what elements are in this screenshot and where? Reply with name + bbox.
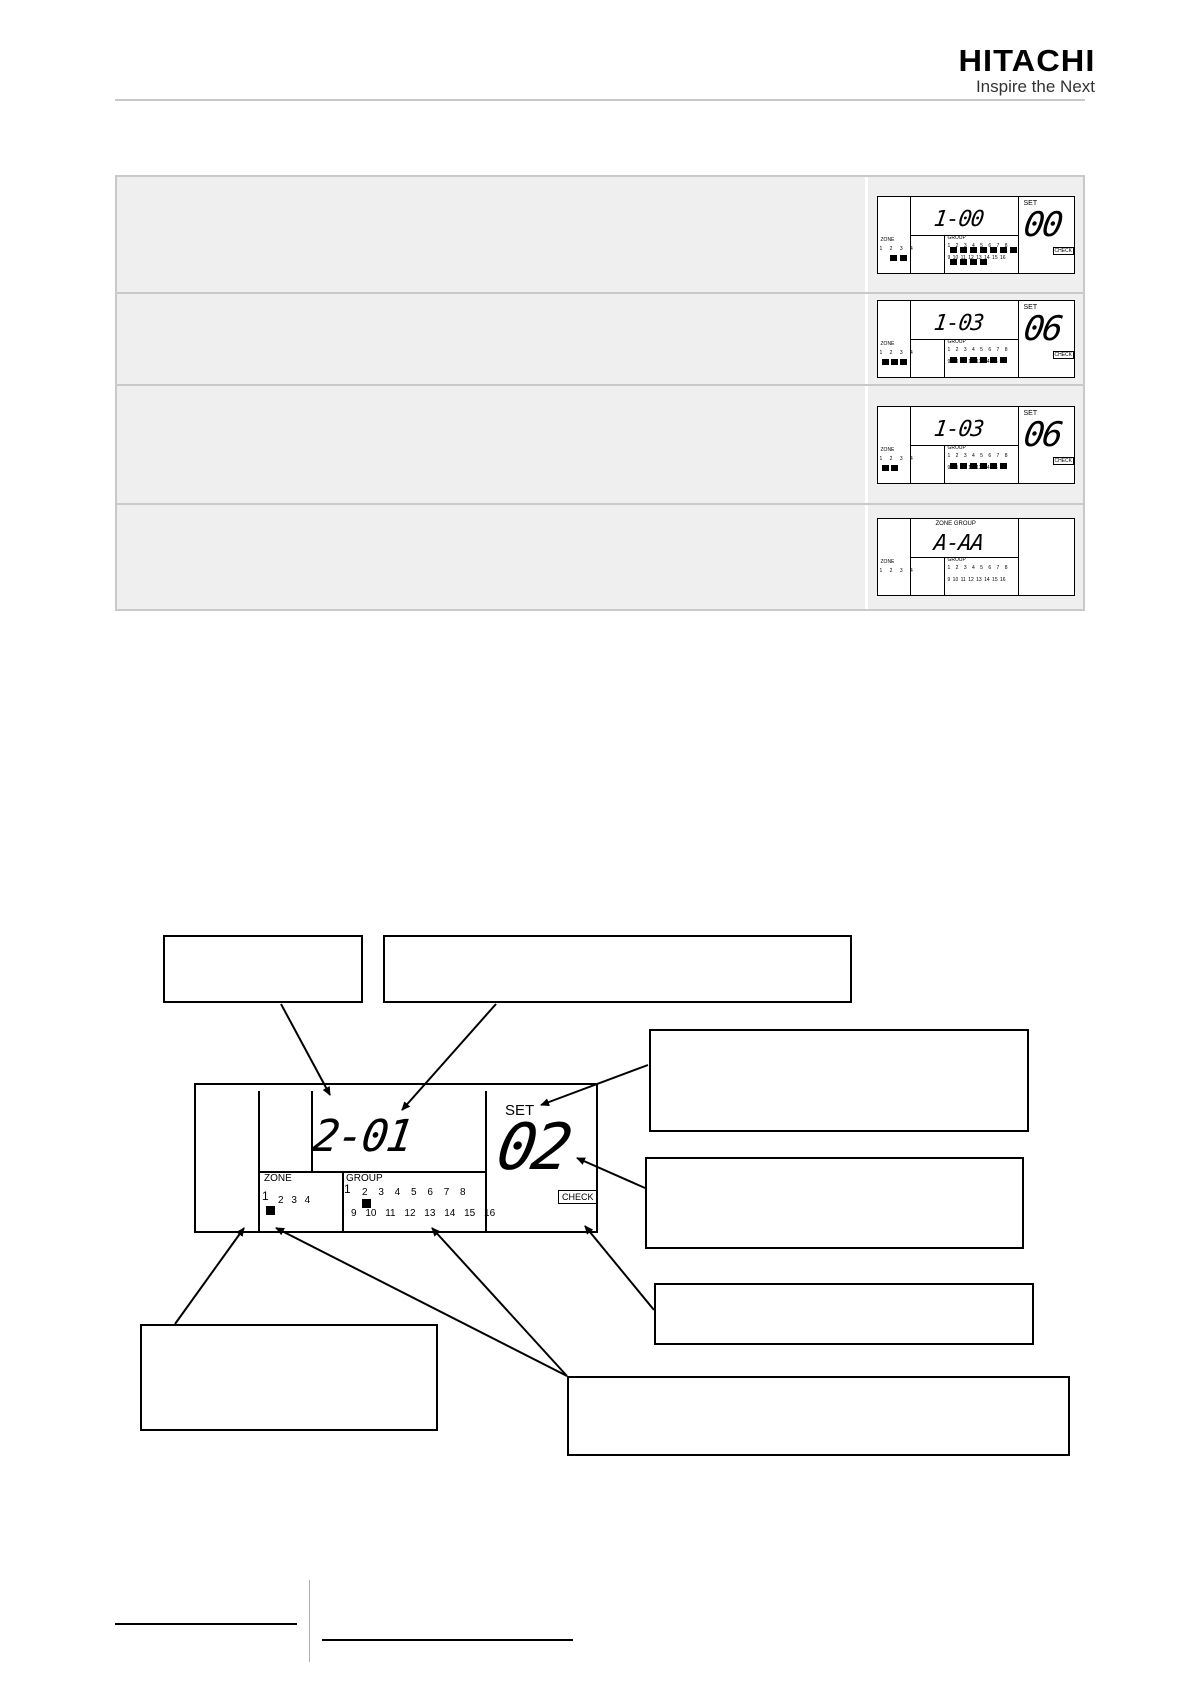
callout-box-group	[567, 1376, 1070, 1456]
logo-tagline: Inspire the Next	[975, 77, 1095, 96]
lcd-set-label: SET	[1023, 304, 1038, 311]
arrow-mode	[280, 1003, 331, 1096]
lcd-group-row-2: 9 10 11 12 13 14 15 16	[947, 577, 1006, 583]
lcd-zone-numbers: 1 2 3 4	[879, 455, 916, 462]
lcd-check-badge: CHECK	[1052, 246, 1075, 255]
logo-wordmark: HITACHI	[958, 43, 1095, 78]
diagram-set-label: SET	[505, 1102, 535, 1119]
lcd-display-small: 1-03 SET 06 ZONE GROUP 1 2 3 4 1 2 3 4 5…	[876, 405, 1075, 484]
footer-rule-left	[115, 1623, 297, 1625]
arrow-value	[576, 1157, 646, 1189]
diagram-group-label: GROUP	[346, 1173, 383, 1184]
diagram-zone-label: ZONE	[264, 1173, 292, 1184]
diagram-group-row-1: 2 3 4 5 6 7 8	[362, 1187, 466, 1198]
callout-box-zone	[140, 1324, 438, 1431]
diagram-zone-numbers: 2 3 4	[278, 1195, 311, 1206]
step-text-cell	[115, 386, 868, 503]
group-blink-indicator: 1	[344, 1182, 351, 1196]
lcd-zone-numbers: 1 2 3 4	[879, 245, 916, 252]
callout-box-set	[649, 1029, 1029, 1132]
step-text-cell	[115, 294, 868, 384]
lcd-set-label: SET	[1023, 409, 1038, 417]
step-row-1: 1-00 SET 00 ZONE GROUP 1 2 3 4 1 2 3 4 5…	[115, 175, 1085, 292]
group-selected-square	[362, 1199, 371, 1208]
step-row-3: 1-03 SET 06 ZONE GROUP 1 2 3 4 1 2 3 4 5…	[115, 384, 1085, 503]
lcd-group-row-2: 9 10 11 12 13 14 15 16	[947, 254, 1006, 261]
lcd-zone-numbers: 1 2 3 4	[879, 350, 916, 356]
lcd-check-badge: CHECK	[1052, 351, 1075, 359]
diagram-check-badge: CHECK	[558, 1190, 598, 1204]
step-lcd-cell: 1-00 SET 00 ZONE GROUP 1 2 3 4 1 2 3 4 5…	[868, 177, 1085, 292]
header-divider	[115, 99, 1085, 101]
footer-rule-right	[322, 1639, 573, 1641]
lcd-group-row-1: 1 2 3 4 5 6 7 8	[947, 565, 1008, 571]
arrow-check	[584, 1225, 655, 1311]
lcd-display-small: 1-03 SET 06 ZONE GROUP 1 2 3 4 1 2 3 4 5…	[876, 300, 1075, 378]
lcd-group-row-2: 9 10 11 12 13 14 15 16	[947, 359, 1006, 365]
lcd-group-row-1: 1 2 3 4 5 6 7 8	[947, 452, 1008, 459]
step-text-cell	[115, 505, 868, 609]
lcd-display-small: ZONE GROUP A-AA ZONE GROUP 1 2 3 4 1 2 3…	[876, 518, 1075, 596]
arrow-item	[401, 1003, 497, 1111]
lcd-zone-numbers: 1 2 3 4	[879, 568, 916, 574]
zone-selected-square	[266, 1206, 275, 1215]
zone-blink-number: 1	[262, 1189, 269, 1203]
callout-box-check	[654, 1283, 1034, 1345]
callout-box-mode	[163, 935, 363, 1003]
callout-box-item	[383, 935, 852, 1003]
lcd-group-label: GROUP	[947, 444, 966, 451]
lcd-group-row-1: 1 2 3 4 5 6 7 8	[947, 242, 1008, 249]
lcd-zone-label: ZONE	[880, 236, 895, 243]
step-row-4: ZONE GROUP A-AA ZONE GROUP 1 2 3 4 1 2 3…	[115, 503, 1085, 611]
arrow-group	[431, 1227, 568, 1377]
callout-box-value	[645, 1157, 1024, 1249]
lcd-zone-label: ZONE	[880, 341, 895, 347]
lcd-display-diagram: 2-01 SET 02 ZONE GROUP 1 2 3 4 1 2 3 4 5…	[194, 1083, 598, 1233]
lcd-check-badge: CHECK	[1052, 456, 1075, 465]
footer-divider	[309, 1580, 310, 1662]
group-blink-number: 1	[344, 1182, 351, 1196]
step-row-2: 1-03 SET 06 ZONE GROUP 1 2 3 4 1 2 3 4 5…	[115, 292, 1085, 384]
lcd-zone-group-label: ZONE GROUP	[935, 521, 976, 527]
step-lcd-cell: ZONE GROUP A-AA ZONE GROUP 1 2 3 4 1 2 3…	[868, 505, 1085, 609]
lcd-group-row-1: 1 2 3 4 5 6 7 8	[947, 347, 1008, 353]
arrow-zone	[174, 1227, 245, 1325]
steps-table: 1-00 SET 00 ZONE GROUP 1 2 3 4 1 2 3 4 5…	[115, 175, 1085, 611]
lcd-zone-label: ZONE	[880, 559, 895, 565]
lcd-zone-label: ZONE	[880, 446, 895, 453]
lcd-group-label: GROUP	[947, 557, 966, 563]
step-lcd-cell: 1-03 SET 06 ZONE GROUP 1 2 3 4 1 2 3 4 5…	[868, 386, 1085, 503]
arrow-set	[540, 1064, 649, 1106]
step-lcd-cell: 1-03 SET 06 ZONE GROUP 1 2 3 4 1 2 3 4 5…	[868, 294, 1085, 384]
lcd-set-label: SET	[1023, 199, 1038, 207]
hitachi-logo: HITACHI Inspire the Next	[958, 45, 1095, 97]
lcd-group-label: GROUP	[947, 234, 966, 241]
diagram-group-row-2: 9 10 11 12 13 14 15 16	[351, 1208, 496, 1219]
arrow-zone-square	[275, 1227, 568, 1377]
lcd-group-label: GROUP	[947, 339, 966, 345]
zone-blink-indicator: 1	[262, 1189, 269, 1203]
lcd-group-row-2: 9 10 11 12 13 14 15 16	[947, 464, 1006, 471]
step-text-cell	[115, 177, 868, 292]
lcd-display-small: 1-00 SET 00 ZONE GROUP 1 2 3 4 1 2 3 4 5…	[876, 195, 1075, 274]
